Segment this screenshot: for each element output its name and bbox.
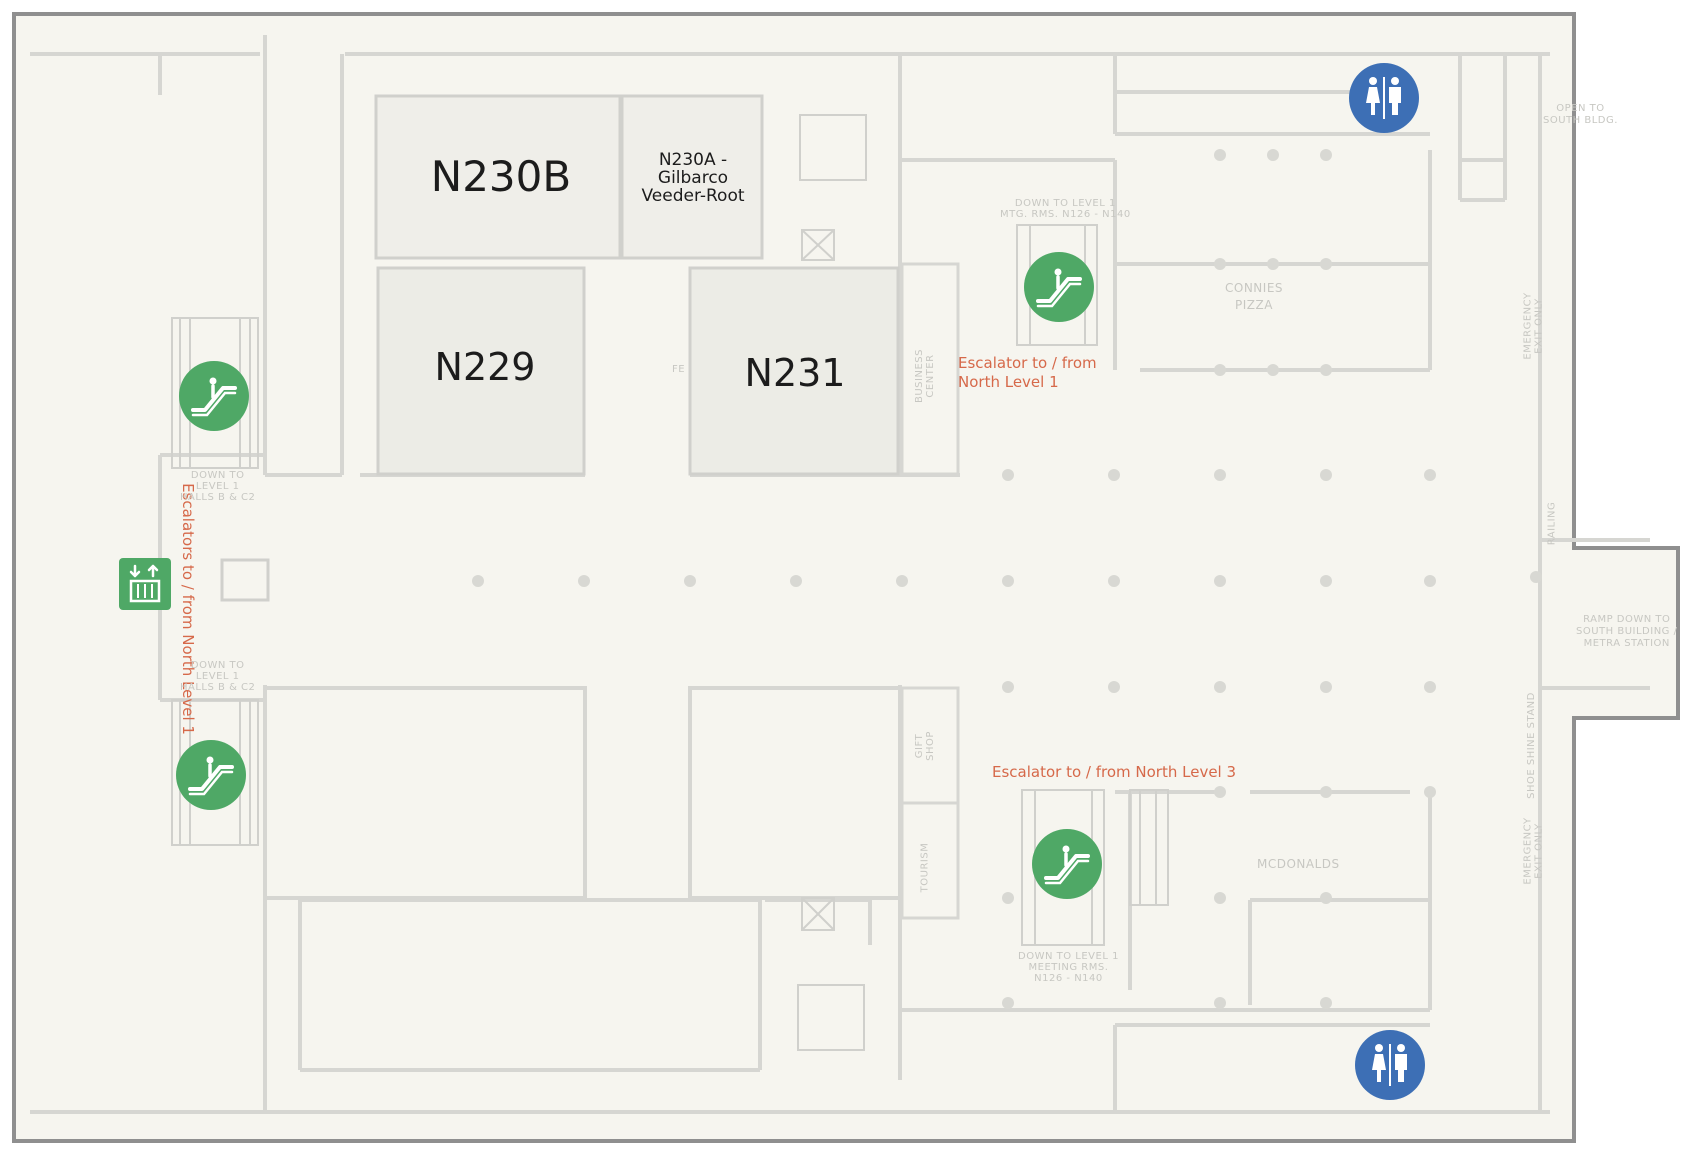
escalator-label-north-level-3: Escalator to / from North Level 3 — [992, 763, 1237, 781]
down-level1-bottom-label: DOWN TO LEVEL 1 MEETING RMS. N126 - N140 — [1018, 951, 1119, 984]
ramp-down-label: RAMP DOWN TO SOUTH BUILDING / METRA STAT… — [1576, 614, 1678, 649]
shoe-shine-label: SHOE SHINE STAND — [1525, 692, 1537, 799]
connies-pizza-label: CONNIES PIZZA — [1225, 281, 1284, 312]
down-level1-top-label: DOWN TO LEVEL 1 MTG. RMS. N126 - N140 — [1000, 198, 1131, 220]
columns — [472, 149, 1542, 1009]
escalator-icon[interactable] — [1024, 252, 1094, 322]
room-southwest — [263, 686, 587, 900]
business-center-label: BUSINESS CENTER — [913, 349, 936, 403]
room-n229[interactable] — [376, 266, 586, 476]
fire-extinguisher-label: FE — [672, 364, 686, 375]
restroom-icon[interactable] — [1349, 63, 1419, 133]
room-label-n229[interactable]: N229 — [434, 345, 536, 389]
escalator-icon[interactable] — [179, 361, 249, 431]
elevator-shaft — [220, 558, 270, 602]
tourism-label: TOURISM — [919, 842, 931, 893]
room-south-center — [688, 686, 902, 900]
emergency-exit-top-label: EMERGENCY EXIT ONLY — [1522, 292, 1545, 360]
railing-label: RAILING — [1546, 501, 1558, 546]
down-to-halls-bottom-label: DOWN TO LEVEL 1 HALLS B & C2 — [180, 660, 256, 693]
restroom-icon[interactable] — [1355, 1030, 1425, 1100]
room-n231[interactable] — [688, 266, 900, 476]
down-to-halls-top-label: DOWN TO LEVEL 1 HALLS B & C2 — [180, 470, 256, 503]
open-to-south-label: OPEN TO SOUTH BLDG. — [1543, 103, 1618, 126]
room-label-n230a[interactable]: N230A - Gilbarco Veeder-Root — [641, 150, 745, 206]
elevator-icon[interactable] — [119, 558, 171, 610]
escalator-label-west: Escalators to / from North Level 1 — [178, 483, 197, 735]
escalator-label-north-level-1: Escalator to / from North Level 1 — [958, 354, 1097, 391]
escalator-icon[interactable] — [1032, 829, 1102, 899]
mcdonalds-label: MCDONALDS — [1257, 857, 1340, 871]
room-label-n231[interactable]: N231 — [744, 351, 846, 395]
room-n230a[interactable] — [620, 94, 764, 260]
room-n230b[interactable] — [374, 94, 622, 260]
tourism-room — [900, 801, 960, 920]
business-center-room — [900, 262, 960, 476]
emergency-exit-bottom-label: EMERGENCY EXIT ONLY — [1522, 817, 1545, 885]
escalator-icon[interactable] — [176, 740, 246, 810]
room-label-n230b[interactable]: N230B — [430, 152, 572, 201]
gift-shop-label: GIFT SHOP — [913, 731, 936, 761]
